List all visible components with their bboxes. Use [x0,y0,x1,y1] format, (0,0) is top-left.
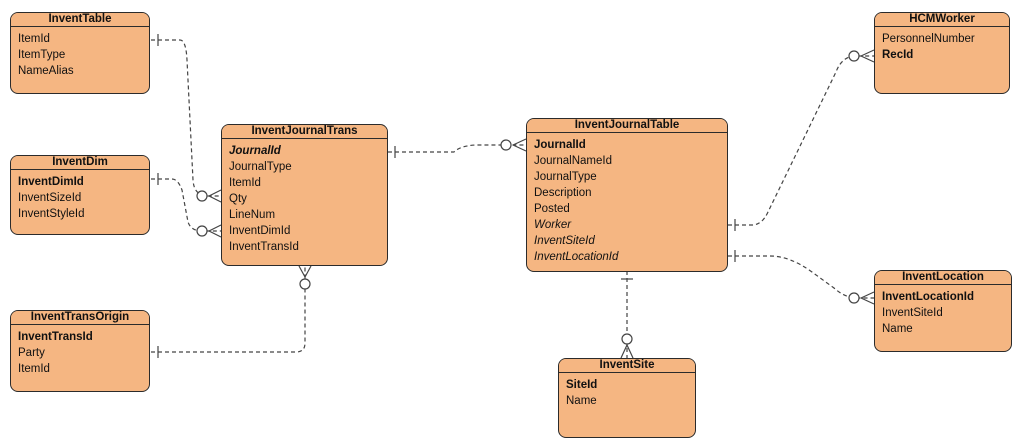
entity-inventlocation[interactable]: InventLocation InventLocationId InventSi… [874,270,1012,352]
entity-hcmworker[interactable]: HCMWorker PersonnelNumber RecId [874,12,1010,94]
rel-inventtable-journaltrans [151,34,222,203]
field: ItemId [18,363,50,375]
entity-title: InventSite [559,359,695,373]
entity-title: InventTable [11,13,149,27]
entity-inventsite[interactable]: InventSite SiteId Name [558,358,696,438]
foreign-key-field: Worker [534,219,572,231]
field: PersonnelNumber [882,33,975,45]
rel-journaltable-hcmworker [728,49,875,231]
entity-title: InventJournalTrans [222,125,387,139]
field: ItemId [18,33,50,45]
entity-inventjournaltrans[interactable]: InventJournalTrans JournalId JournalType… [221,124,388,266]
field: Description [534,187,592,199]
field: JournalType [534,171,597,183]
field: Posted [534,203,570,215]
field: Qty [229,193,247,205]
primary-key-field: JournalId [229,145,281,157]
entity-inventdim[interactable]: InventDim InventDimId InventSizeId Inven… [10,155,150,235]
field: JournalType [229,161,292,173]
field: InventTransId [229,241,299,253]
foreign-key-field: InventSiteId [534,235,595,247]
entity-title: InventTransOrigin [11,311,149,325]
field: JournalNameId [534,155,612,167]
field: InventSiteId [882,307,943,319]
primary-key-field: InventDimId [18,176,84,188]
rel-journaltable-inventlocation [728,250,875,305]
primary-key-field: RecId [882,49,914,61]
rel-inventdim-journaltrans [151,173,222,238]
primary-key-field: SiteId [566,379,598,391]
field: Party [18,347,45,359]
rel-journaltable-inventsite [620,271,634,359]
field: InventSizeId [18,192,82,204]
entity-title: InventDim [11,156,149,170]
rel-journaltrans-journaltable [388,138,527,158]
field: NameAlias [18,65,74,77]
entity-inventjournaltable[interactable]: InventJournalTable JournalId JournalName… [526,118,728,272]
field: Name [566,395,597,407]
rel-transorigin-journaltrans [151,265,312,358]
primary-key-field: InventLocationId [882,291,974,303]
field: LineNum [229,209,276,221]
primary-key-field: JournalId [534,139,586,151]
field: ItemId [229,177,261,189]
entity-inventtransorigin[interactable]: InventTransOrigin InventTransId Party It… [10,310,150,392]
field: InventDimId [229,225,291,237]
field: Name [882,323,913,335]
primary-key-field: InventTransId [18,331,93,343]
entity-title: HCMWorker [875,13,1009,27]
field: InventStyleId [18,208,85,220]
entity-title: InventLocation [875,271,1011,285]
entity-title: InventJournalTable [527,119,727,133]
entity-inventtable[interactable]: InventTable ItemId ItemType NameAlias [10,12,150,94]
field: ItemType [18,49,66,61]
foreign-key-field: InventLocationId [534,251,619,263]
